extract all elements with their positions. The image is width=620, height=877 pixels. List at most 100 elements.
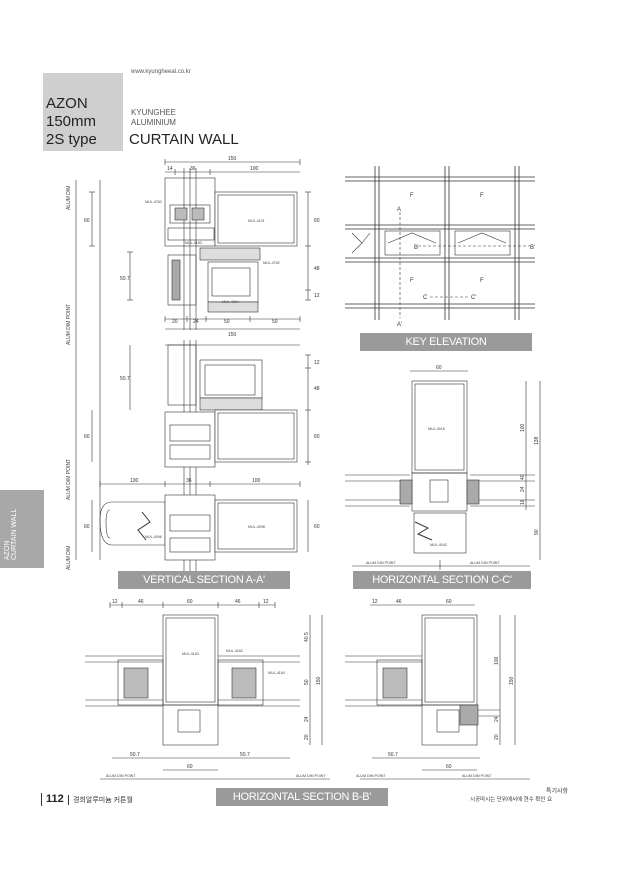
dim-top-total: 150 <box>228 156 237 162</box>
bb-w24: 24 <box>494 716 500 722</box>
bb-l12: 12 <box>112 599 118 605</box>
bb-v405: 40.5 <box>304 632 310 642</box>
bb-dp4: ALUM DIM POINT <box>462 774 492 778</box>
bb-l46b: 46 <box>235 599 241 605</box>
dim-bot-36: 36 <box>186 478 192 484</box>
mul-4782b: MUL-4782 <box>263 261 280 265</box>
mul-4094: MUL-4094 <box>222 300 239 304</box>
brand-title: CURTAIN WALL <box>129 131 239 148</box>
mul-4101: MUL-4101 <box>248 219 265 223</box>
dim2-60b: 60 <box>84 434 90 440</box>
key-f1: F <box>410 193 414 199</box>
cc-top: 60 <box>436 365 442 371</box>
cc-40: 40 <box>520 474 526 480</box>
footer-divider <box>41 793 42 806</box>
bb-b507: 50.7 <box>130 752 140 758</box>
dim-side-12: 12 <box>314 293 320 299</box>
bb-r46: 46 <box>396 599 402 605</box>
bb-b507b: 50.7 <box>240 752 250 758</box>
dim-top-b: 36 <box>190 166 196 172</box>
product-line2: 150mm <box>46 113 97 130</box>
bb-l12b: 12 <box>263 599 269 605</box>
footer-right-text: 시공마시는 단위에서에 현수 확인 요 <box>470 797 553 803</box>
dim-bot-130: 130 <box>130 478 139 484</box>
alum-dim-2: ALUM DIM POINT <box>66 304 72 345</box>
dim-top-a: 14 <box>167 166 173 172</box>
product-line1: AZON <box>46 95 88 112</box>
bb-c507: 50.7 <box>388 752 398 758</box>
mul-4183: MUL-4183 <box>185 241 202 245</box>
dim-side-60: 60 <box>314 218 320 224</box>
dim-mid-b: 24 <box>193 319 199 325</box>
cc-mul2: MUL-4043 <box>430 543 447 547</box>
mul-4782: MUL-4782 <box>145 200 162 204</box>
cc-dim1: ALUM DIM POINT <box>366 561 396 565</box>
dim2-60: 60 <box>314 434 320 440</box>
horizontal-cc-banner: HORIZONTAL SECTION C-C' <box>353 571 531 589</box>
page-number: 112 <box>46 793 64 805</box>
key-a: A <box>397 207 401 213</box>
bb-w20: 20 <box>494 734 500 740</box>
dim-side-48: 48 <box>314 266 320 272</box>
alum-dim-4: ALUM DIM <box>66 546 72 570</box>
key-f2: F <box>480 193 484 199</box>
bb-dp1: ALUM DIM POINT <box>106 774 136 778</box>
cc-24: 24 <box>520 486 526 492</box>
bb-v20: 20 <box>304 734 310 740</box>
dim-mid-d: 50 <box>272 319 278 325</box>
mul-4096: MUL-4096 <box>145 535 162 539</box>
bb-c60: 60 <box>446 764 452 770</box>
bb-l46: 46 <box>138 599 144 605</box>
key-a2: A' <box>397 322 402 328</box>
bb-w150: 150 <box>509 676 515 685</box>
footer-left-text: 경희알루미늄 커튼월 <box>73 797 133 804</box>
bb-w100: 100 <box>494 656 500 665</box>
bb-v24: 24 <box>304 716 310 722</box>
dim-mid-total: 150 <box>228 332 237 338</box>
dim-top-c: 100 <box>250 166 259 172</box>
bb-r12: 12 <box>372 599 378 605</box>
key-f4: F <box>480 278 484 284</box>
bb-b60: 60 <box>187 764 193 770</box>
dim-bot-100: 100 <box>252 478 261 484</box>
key-c2: C' <box>471 295 476 301</box>
brand-line2: ALUMINIUM <box>131 118 176 127</box>
dim-left-507: 50.7 <box>120 276 130 282</box>
alum-dim-1: ALUM DIM <box>66 186 72 210</box>
key-b: B <box>414 245 418 251</box>
vertical-section-banner: VERTICAL SECTION A-A' <box>118 571 290 589</box>
side-tab: AZON CURTAIN WALL <box>0 490 44 568</box>
bb-mul2: MUL-4182 <box>226 649 243 653</box>
bb-dp3: ALUM DIM POINT <box>356 774 386 778</box>
key-elevation-banner: KEY ELEVATION <box>360 333 532 351</box>
bb-v150: 150 <box>316 676 322 685</box>
cc-100: 100 <box>520 423 526 432</box>
dim-bot-60: 60 <box>314 524 320 530</box>
bb-dp2: ALUM DIM POINT <box>296 774 326 778</box>
key-c: C <box>423 295 428 301</box>
bb-l60: 60 <box>187 599 193 605</box>
cc-mul: MUL-4016 <box>428 427 445 431</box>
bb-v50: 50 <box>304 679 310 685</box>
website-url: www.kyungheeal.co.kr <box>131 69 191 75</box>
horizontal-bb-banner: HORIZONTAL SECTION B-B' <box>216 788 388 806</box>
brand-line1: KYUNGHEE <box>131 108 176 117</box>
bb-r60: 60 <box>446 599 452 605</box>
dim2-507: 50.7 <box>120 376 130 382</box>
cc-90: 90 <box>534 529 540 535</box>
bb-mul1: MUL-4163 <box>182 652 199 656</box>
dim-mid-c: 50 <box>224 319 230 325</box>
key-f3: F <box>410 278 414 284</box>
dim-mid-a: 20 <box>172 319 178 325</box>
bb-mul3: MUL-4184 <box>268 671 285 675</box>
alum-dim-3: ALUM DIM POINT <box>66 459 72 500</box>
dim-left-60: 60 <box>84 218 90 224</box>
product-box: AZON 150mm 2S type <box>43 73 123 151</box>
dim2-12: 12 <box>314 360 320 366</box>
mul-4098: MUL-4098 <box>248 525 265 529</box>
dim2-48: 48 <box>314 386 320 392</box>
footer-divider-2 <box>68 795 69 805</box>
cc-dim2: ALUM DIM POINT <box>470 561 500 565</box>
cc-138: 138 <box>534 436 540 445</box>
